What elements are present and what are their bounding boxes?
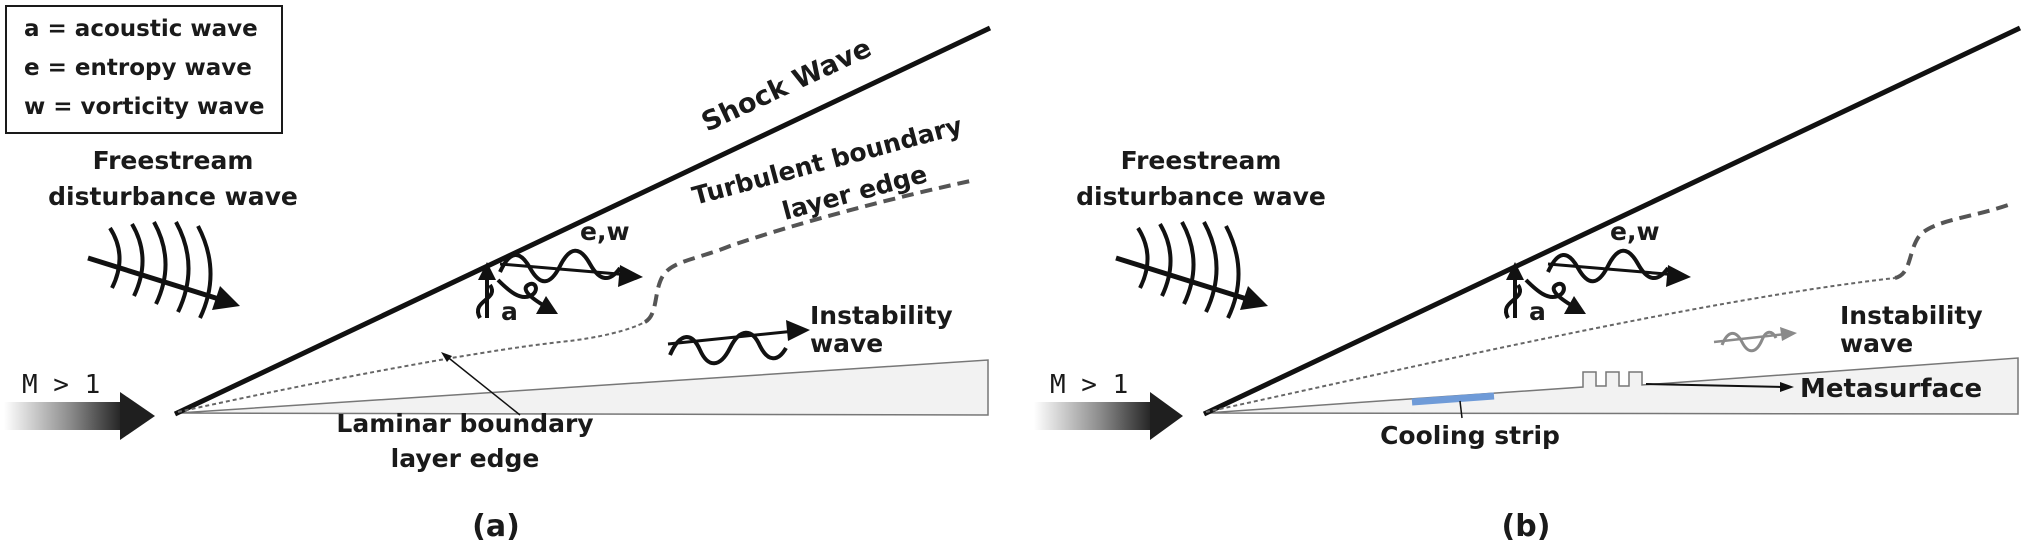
shock-wave-line-a — [173, 25, 992, 417]
mach-label-a: M > 1 — [22, 370, 100, 400]
shock-wave-line-b — [1202, 25, 2022, 417]
caption-a: (a) — [472, 509, 520, 544]
instability-wave-icon-a — [667, 320, 810, 366]
freestream-label-a-line2: disturbance wave — [48, 182, 298, 211]
cooling-label: Cooling strip — [1380, 421, 1560, 450]
instability-label-a-line1: Instability — [810, 301, 953, 330]
wedge-b — [1205, 357, 2019, 415]
legend-acoustic: a = acoustic wave — [24, 16, 258, 42]
laminar-pointer-head-a — [441, 352, 452, 362]
acoustic-wave-icon-a — [476, 262, 558, 319]
caption-b: (b) — [1502, 509, 1551, 544]
mach-arrow-shaft-b — [1034, 402, 1154, 430]
wedge-a — [177, 359, 989, 416]
acoustic-label-a: a — [501, 297, 518, 326]
entropy-vorticity-wave-icon-a — [498, 248, 643, 287]
laminar-label-line2: layer edge — [391, 444, 540, 473]
instability-wave-icon-b — [1713, 327, 1797, 353]
freestream-label-a-line1: Freestream — [93, 146, 254, 175]
panel-b: M > 1 Freestream disturbance wave e,w — [1034, 25, 2022, 544]
cooling-pointer — [1459, 400, 1463, 419]
legend-box: a = acoustic wave e = entropy wave w = v… — [5, 5, 283, 134]
laminar-edge-a — [177, 321, 646, 413]
turbulent-edge-b — [1894, 203, 2009, 280]
entropy-vorticity-wave-icon-b — [1546, 248, 1691, 287]
ew-label-a: e,w — [580, 217, 630, 246]
instability-label-b-line2: wave — [1840, 329, 1913, 358]
laminar-pointer-a — [444, 354, 521, 416]
metasurface-pointer — [1645, 383, 1783, 388]
instability-label-b-line1: Instability — [1840, 301, 1983, 330]
legend-entropy: e = entropy wave — [24, 55, 252, 81]
mach-arrow-head-b — [1150, 392, 1183, 440]
mach-arrow-shaft-a — [4, 402, 124, 430]
instability-label-a-line2: wave — [810, 329, 883, 358]
acoustic-wave-icon-b — [1504, 262, 1586, 319]
acoustic-label-b: a — [1529, 297, 1546, 326]
freestream-label-b-line2: disturbance wave — [1076, 182, 1326, 211]
turbulent-edge-a — [643, 178, 976, 324]
freestream-wave-icon-b — [1115, 221, 1268, 319]
metasurface-label: Metasurface — [1800, 374, 1982, 404]
laminar-edge-b — [1205, 277, 1896, 413]
metasurface-pointer-head — [1780, 382, 1794, 392]
freestream-wave-icon-a — [87, 221, 240, 319]
ew-label-b: e,w — [1610, 217, 1660, 246]
legend-vorticity: w = vorticity wave — [24, 94, 264, 120]
cooling-strip — [1411, 392, 1495, 406]
freestream-label-b-line1: Freestream — [1121, 146, 1282, 175]
mach-arrow-head-a — [120, 392, 155, 440]
laminar-label-line1: Laminar boundary — [336, 409, 593, 438]
mach-label-b: M > 1 — [1050, 370, 1128, 400]
